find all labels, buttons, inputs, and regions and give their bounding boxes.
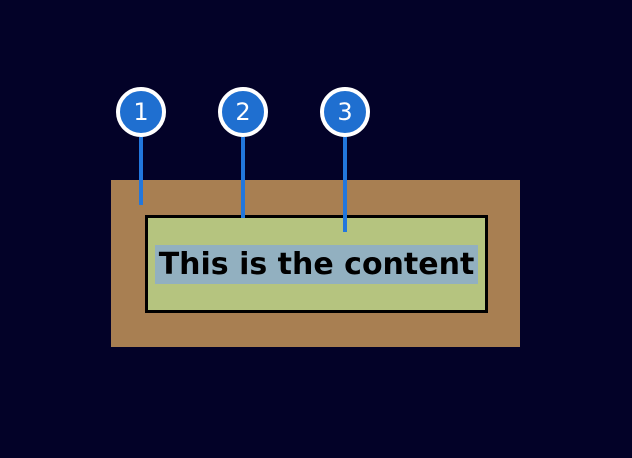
leader-line-1 bbox=[139, 137, 143, 205]
callout-label-3: 3 bbox=[337, 98, 353, 126]
callout-marker-3[interactable]: 3 bbox=[320, 87, 370, 137]
leader-line-2 bbox=[241, 137, 245, 218]
leader-line-3 bbox=[343, 137, 347, 232]
callout-label-2: 2 bbox=[235, 98, 251, 126]
callout-marker-2[interactable]: 2 bbox=[218, 87, 268, 137]
callout-marker-1[interactable]: 1 bbox=[116, 87, 166, 137]
content-box: This is the content bbox=[145, 215, 488, 313]
content-text: This is the content bbox=[154, 244, 479, 284]
callout-label-1: 1 bbox=[133, 98, 149, 126]
